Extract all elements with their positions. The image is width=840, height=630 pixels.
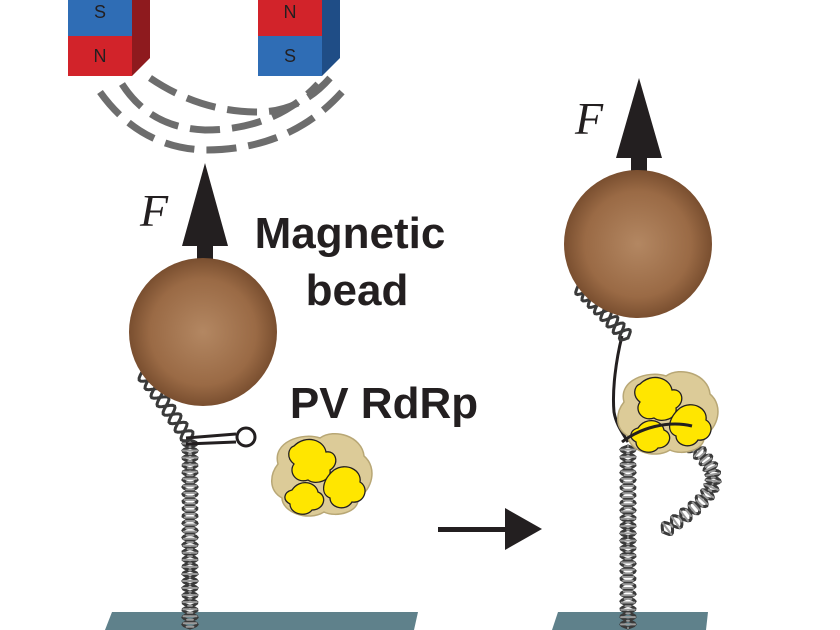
dna-base-pair: [684, 508, 692, 517]
magnet-right-bottom-pole: S: [284, 46, 296, 66]
dna-base-pair: [704, 464, 718, 472]
dna-base-pair: [702, 494, 709, 500]
dna-base-pair: [697, 494, 709, 506]
process-arrow-icon: [438, 508, 542, 550]
final-state-panel: F: [552, 78, 722, 630]
dna-base-pair: [697, 451, 706, 459]
dna-base-pair: [708, 469, 716, 474]
force-arrow-icon: [182, 163, 228, 262]
dna-helix-icon: [574, 282, 722, 630]
dna-helix-icon: [137, 369, 199, 630]
magnet-right-arm: N S: [258, 0, 340, 76]
magnetic-bead-icon: [129, 258, 277, 406]
force-label-left: F: [139, 185, 169, 236]
dna-base-pair: [704, 461, 714, 468]
magnetic-field-lines: [97, 75, 345, 154]
dna-base-pair: [679, 510, 689, 522]
magnet-right-top-pole: N: [284, 2, 297, 22]
magnetic-bead-icon: [564, 170, 712, 318]
dna-base-pair: [661, 522, 673, 536]
dna-base-pair: [693, 446, 704, 458]
initial-state-panel: F Magnetic bead PV RdRp: [105, 163, 478, 630]
dna-base-pair: [670, 516, 681, 529]
enzyme-icon: [271, 433, 373, 517]
dna-base-pair: [707, 488, 713, 493]
dna-base-pair: [688, 504, 697, 515]
magnet-left-bottom-pole: N: [94, 46, 107, 66]
magnetic-bead-label-line2: bead: [306, 266, 409, 315]
template-strand: [621, 422, 693, 444]
magnet-left-top-pole: S: [94, 2, 106, 22]
horseshoe-magnet-icon: S N N S: [68, 0, 345, 154]
dna-base-pair: [691, 501, 701, 512]
dna-base-pair: [705, 472, 721, 477]
dna-base-pair: [705, 479, 722, 483]
enzyme-icon: [617, 371, 719, 455]
dna-base-pair: [699, 454, 710, 463]
single-strand-tether: [612, 335, 630, 443]
force-label-right: F: [574, 93, 604, 144]
force-arrow-icon: [616, 78, 662, 174]
dna-base-pair: [701, 488, 715, 499]
magnet-left-arm: S N: [68, 0, 150, 76]
dna-base-pair: [701, 457, 713, 466]
dna-base-pair: [669, 523, 674, 528]
enzyme-label: PV RdRp: [290, 379, 478, 428]
glass-surface-left: [105, 612, 418, 630]
rna-hairpin: [185, 426, 257, 448]
dna-base-pair: [704, 483, 719, 491]
magnetic-bead-label-line1: Magnetic: [255, 209, 446, 258]
dna-base-pair: [677, 515, 683, 523]
dna-base-pair: [695, 499, 704, 508]
